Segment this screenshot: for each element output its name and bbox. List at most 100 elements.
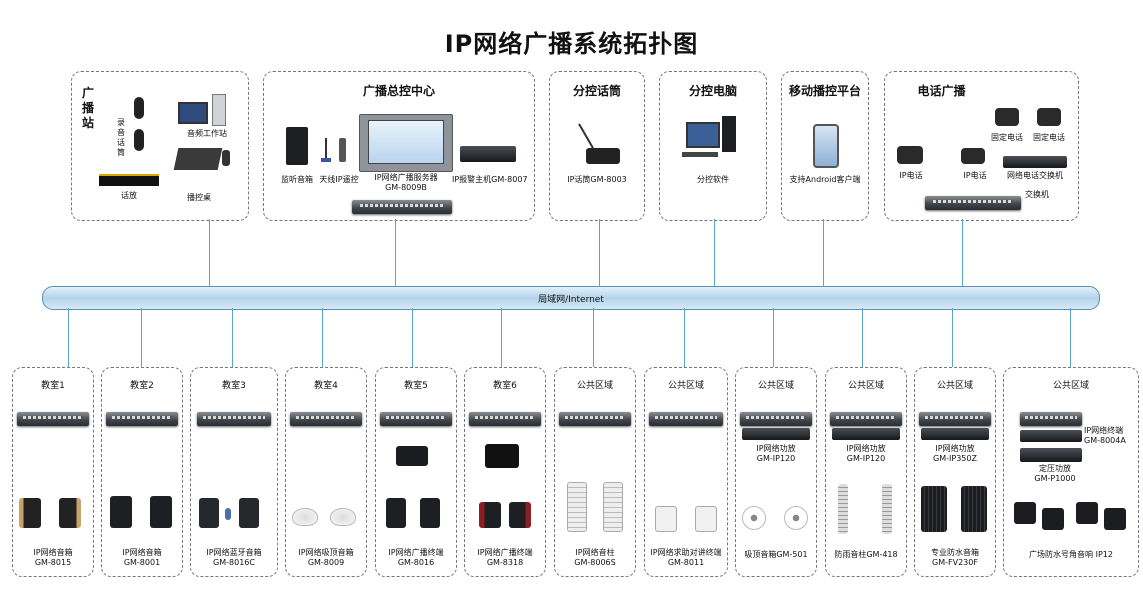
device-name: IP网络广播终端	[388, 548, 444, 557]
device-name: IP网络求助对讲终端	[650, 548, 722, 557]
zone-switch	[649, 412, 723, 426]
ceiling-speaker-icon	[784, 506, 808, 530]
mic-label: 录音话筒	[117, 118, 125, 157]
bluetooth-speaker-icon	[239, 498, 259, 528]
classroom-2-box: 教室2 IP网络音箱 GM-8001	[101, 367, 183, 577]
device-model: GM-8016C	[213, 558, 255, 567]
device-name: IP网络蓝牙音箱	[206, 548, 262, 557]
studio-mic-icon	[134, 129, 144, 151]
device-label: 吸顶音箱GM-501	[736, 550, 816, 560]
broadcast-terminal-icon	[396, 446, 428, 466]
device-name: 广场防水号角音响	[1029, 550, 1094, 559]
device-model: GM-8015	[34, 558, 72, 567]
black-speaker-icon	[420, 498, 440, 528]
console-label: 播控桌	[187, 193, 211, 202]
device-name: IP网络音箱	[122, 548, 162, 557]
amp-label: IP网络功放 GM-IP350Z	[915, 444, 995, 464]
amp-name: IP网络功放	[756, 444, 796, 453]
control-center-title: 广播总控中心	[362, 84, 435, 98]
waterproof-speaker-icon	[921, 486, 947, 532]
public-area-box: 公共区域 IP网络音柱 GM-8006S	[554, 367, 636, 577]
zone-switch	[830, 412, 902, 426]
connector-line	[232, 308, 233, 367]
intercom-terminal-icon	[695, 506, 717, 532]
alarm-host-label: IP报警主机GM-8007	[452, 175, 528, 184]
horn-speaker-icon	[1014, 502, 1036, 524]
device-label: IP网络广播终端 GM-8318	[465, 548, 545, 568]
rainproof-column-icon	[838, 484, 848, 534]
zone-title: 教室5	[404, 381, 428, 391]
zone-title: 公共区域	[667, 381, 704, 391]
connector-line	[714, 219, 715, 286]
android-client-label: 支持Android客户端	[789, 175, 861, 184]
wood-speaker-icon	[59, 498, 81, 528]
device-model: GM-8011	[667, 558, 705, 567]
zone-title: 教室2	[130, 381, 154, 391]
phone-exchange-icon	[1003, 156, 1067, 168]
zone-title: 教室4	[314, 381, 338, 391]
classroom-6-box: 教室6 IP网络广播终端 GM-8318	[464, 367, 546, 577]
studio-mic-icon	[134, 97, 144, 119]
network-amp-icon	[921, 428, 989, 440]
device-label: IP网络音箱 GM-8001	[102, 548, 182, 568]
server-screen-icon	[368, 120, 444, 164]
terminal-name: IP网络终端	[1084, 426, 1124, 435]
network-amp-icon	[832, 428, 900, 440]
public-area-box: 公共区域 IP网络功放 GM-IP350Z 专业防水音箱 GM-FV230F	[914, 367, 996, 577]
paging-console-icon	[586, 148, 620, 164]
device-name: IP网络广播终端	[477, 548, 533, 557]
connector-line	[593, 308, 594, 367]
connector-line	[68, 308, 69, 367]
ceiling-speaker-icon	[742, 506, 766, 530]
amp-label: IP网络功放 GM-IP120	[736, 444, 816, 464]
smartphone-icon	[813, 124, 839, 168]
sub-mic-box: 分控话筒 IP话筒GM-8003	[549, 71, 645, 221]
zone-switch	[106, 412, 178, 426]
terminal-model: GM-8004A	[1084, 436, 1126, 445]
horn-speaker-icon	[1042, 508, 1064, 530]
public-area-box: 公共区域 IP网络终端 GM-8004A 定压功放 GM-P1000 广场防水号…	[1003, 367, 1139, 577]
zone-switch	[290, 412, 362, 426]
horn-speaker-icon	[1076, 502, 1098, 524]
black-speaker-icon	[110, 496, 132, 528]
phone-broadcast-title: 电话广播	[917, 84, 966, 98]
fixed-phone-icon	[1037, 108, 1061, 126]
bluetooth-module-icon	[225, 508, 231, 520]
device-model: GM-8001	[123, 558, 161, 567]
network-bus: 局域网/Internet	[42, 286, 1100, 310]
black-speaker-icon	[386, 498, 406, 528]
connector-line	[501, 308, 502, 367]
classroom-1-box: 教室1 IP网络音箱 GM-8015	[12, 367, 94, 577]
fixed-phone-label-1: 固定电话	[991, 133, 1023, 142]
device-label: IP网络广播终端 GM-8016	[376, 548, 456, 568]
amp-model: GM-IP350Z	[933, 454, 977, 463]
monitor-speaker-icon	[286, 127, 308, 165]
ip-phone-icon	[897, 146, 923, 164]
zone-switch	[469, 412, 541, 426]
connector-line	[141, 308, 142, 367]
device-label: IP网络蓝牙音箱 GM-8016C	[191, 548, 277, 568]
connector-line	[962, 219, 963, 286]
bluetooth-speaker-icon	[199, 498, 219, 528]
amp-model: GM-IP120	[756, 454, 796, 463]
device-model: IP12	[1095, 550, 1113, 559]
waterproof-speaker-icon	[961, 486, 987, 532]
device-label: IP网络音箱 GM-8015	[13, 548, 93, 568]
zone-title: 教室1	[41, 381, 65, 391]
sub-pc-box: 分控电脑 分控软件	[659, 71, 767, 221]
column-speaker-icon	[567, 482, 587, 532]
broadcast-station-box: 广播站 录音话筒 音频工作站 播控桌 话放	[71, 71, 249, 221]
zone-title: 公共区域	[936, 381, 973, 391]
device-label: 防雨音柱GM-418	[826, 550, 906, 560]
connector-line	[684, 308, 685, 367]
amp-label: IP网络功放 GM-IP120	[826, 444, 906, 464]
network-terminal-icon	[1020, 430, 1082, 442]
remote-control-icon	[339, 138, 346, 162]
rainproof-column-icon	[882, 484, 892, 534]
public-area-box: 公共区域 IP网络功放 GM-IP120 防雨音柱GM-418	[825, 367, 907, 577]
device-label: IP网络音柱 GM-8006S	[555, 548, 635, 568]
pc-software-label: 分控软件	[697, 175, 729, 184]
device-name: IP网络吸顶音箱	[298, 548, 354, 557]
amp-label: 话放	[121, 191, 137, 200]
sub-pc-title: 分控电脑	[688, 84, 737, 98]
